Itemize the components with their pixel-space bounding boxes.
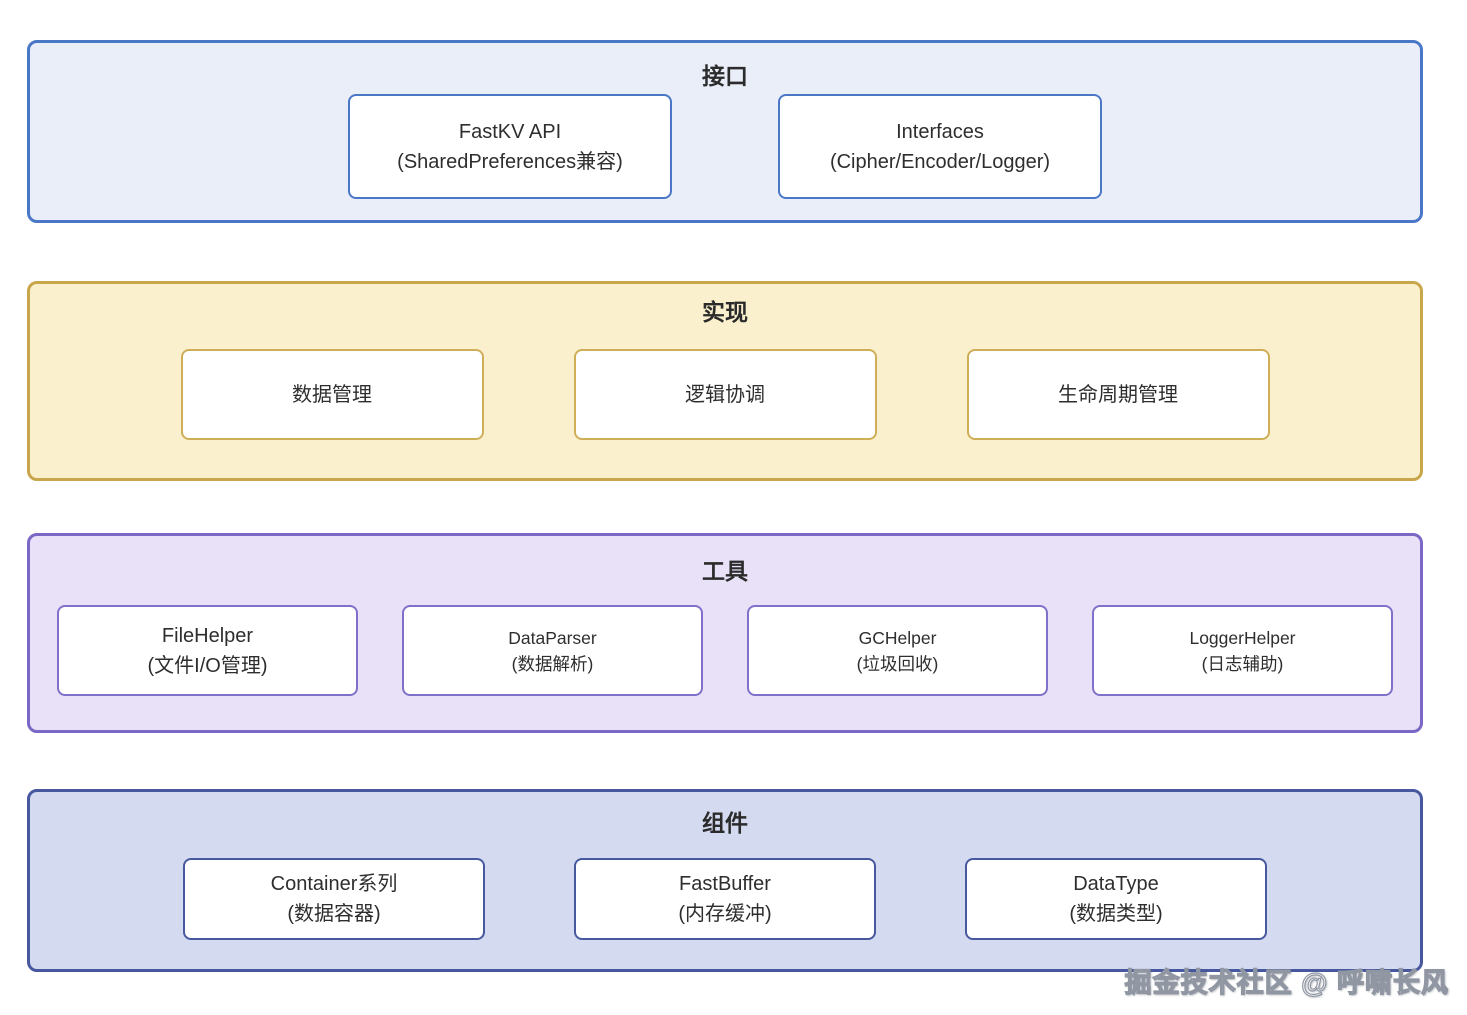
layer-tools: 工具 FileHelper (文件I/O管理) DataParser (数据解析… (27, 533, 1423, 733)
node-gchelper-name: GCHelper (858, 627, 937, 648)
layer-interface-box-row: FastKV API (SharedPreferences兼容) Interfa… (30, 94, 1420, 199)
node-datatype: DataType (数据类型) (965, 858, 1267, 940)
node-fastkv-api-name: FastKV API (458, 120, 562, 143)
node-fastbuffer-name: FastBuffer (679, 873, 771, 895)
node-gchelper-desc: (垃圾回收) (856, 653, 939, 674)
node-filehelper: FileHelper (文件I/O管理) (57, 605, 358, 696)
layer-interface-title: 接口 (702, 63, 748, 89)
node-container-series-desc: (数据容器) (287, 903, 381, 925)
layer-implementation-title: 实现 (702, 299, 748, 325)
node-fastkv-api-desc: (SharedPreferences兼容) (397, 150, 623, 173)
node-loggerhelper-desc: (日志辅助) (1201, 653, 1284, 674)
layer-interface: 接口 FastKV API (SharedPreferences兼容) Inte… (27, 40, 1423, 223)
node-container-series: Container系列 (数据容器) (183, 858, 485, 940)
node-filehelper-desc: (文件I/O管理) (147, 654, 268, 677)
layer-tools-title: 工具 (702, 558, 748, 584)
node-dataparser: DataParser (数据解析) (402, 605, 703, 696)
node-loggerhelper-name: LoggerHelper (1189, 627, 1296, 648)
node-fastkv-api: FastKV API (SharedPreferences兼容) (348, 94, 672, 199)
layer-components-title: 组件 (702, 810, 748, 836)
node-gchelper: GCHelper (垃圾回收) (747, 605, 1048, 696)
layer-implementation: 实现 数据管理 逻辑协调 生命周期管理 (27, 281, 1423, 481)
layer-implementation-box-row: 数据管理 逻辑协调 生命周期管理 (30, 349, 1420, 440)
watermark: 掘金技术社区 @ 呼啸长风 (1124, 967, 1449, 998)
node-lifecycle-management: 生命周期管理 (966, 349, 1270, 440)
node-datatype-desc: (数据类型) (1069, 903, 1163, 925)
node-logic-coordination-name: 逻辑协调 (685, 383, 765, 406)
node-datatype-name: DataType (1073, 873, 1159, 895)
layer-components-box-row: Container系列 (数据容器) FastBuffer (内存缓冲) Dat… (30, 858, 1420, 940)
layer-tools-box-row: FileHelper (文件I/O管理) DataParser (数据解析) G… (30, 605, 1420, 696)
node-interfaces: Interfaces (Cipher/Encoder/Logger) (778, 94, 1102, 199)
node-interfaces-name: Interfaces (896, 120, 984, 143)
node-interfaces-desc: (Cipher/Encoder/Logger) (829, 150, 1051, 173)
node-logic-coordination: 逻辑协调 (573, 349, 877, 440)
node-data-management: 数据管理 (180, 349, 484, 440)
node-fastbuffer: FastBuffer (内存缓冲) (574, 858, 876, 940)
node-loggerhelper: LoggerHelper (日志辅助) (1092, 605, 1393, 696)
node-filehelper-name: FileHelper (161, 624, 254, 647)
node-dataparser-name: DataParser (508, 627, 597, 648)
node-fastbuffer-desc: (内存缓冲) (678, 903, 772, 925)
node-data-management-name: 数据管理 (292, 383, 372, 406)
layer-components: 组件 Container系列 (数据容器) FastBuffer (内存缓冲) … (27, 789, 1423, 972)
node-container-series-name: Container系列 (270, 873, 398, 895)
node-lifecycle-management-name: 生命周期管理 (1058, 383, 1178, 406)
node-dataparser-desc: (数据解析) (511, 653, 594, 674)
